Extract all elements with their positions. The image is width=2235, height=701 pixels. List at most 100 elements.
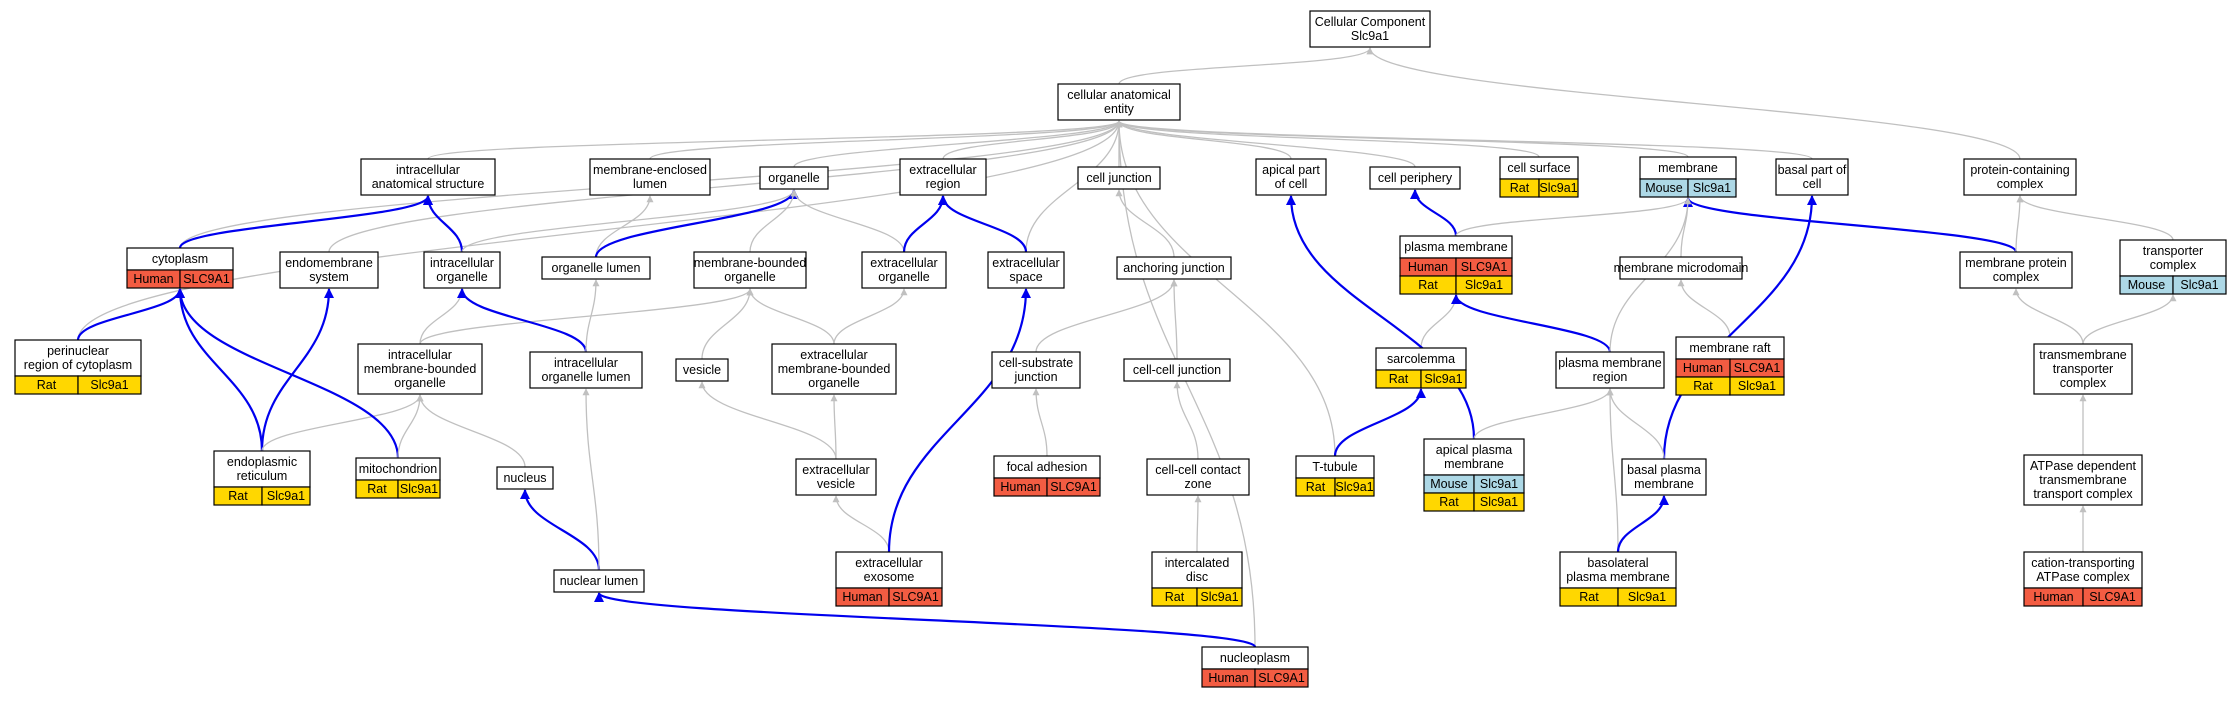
gene-cell [397,479,441,499]
node-label-line: organelle [724,270,775,284]
node-label-line: extracellular [909,163,976,177]
gene-label: Slc9a1 [1693,181,1731,195]
node-label-line: nucleoplasm [1220,651,1290,665]
node-label-box [14,339,142,377]
species-label: Human [1408,260,1448,274]
node-label-line: extracellular [800,348,867,362]
node-label-line: mitochondrion [359,462,438,476]
node-label-line: organelle [436,270,487,284]
species-label: Rat [367,482,387,496]
go-term-node[interactable]: cell periphery [1369,166,1461,190]
node-label-box [1619,256,1743,280]
edge-part-of [1451,294,1612,353]
gene-label: SLC9A1 [1050,480,1097,494]
node-label-box [1057,83,1181,121]
go-term-node[interactable]: organelle [759,166,829,190]
node-label-box [529,351,643,389]
edge-is-a [749,189,798,253]
node-label-line: membrane-bounded [778,362,891,376]
node-label-line: membrane-enclosed [593,163,707,177]
gene-label: Slc9a1 [1335,480,1373,494]
go-term-node[interactable]: cell-cell junction [1123,358,1231,382]
gene-label: Slc9a1 [1628,590,1666,604]
node-label-line: membrane [1658,161,1718,175]
node-label-box [899,158,987,196]
node-label-box [2023,454,2143,506]
node-label-box [1077,166,1161,190]
go-term-node[interactable]: anchoring junction [1116,256,1232,280]
species-label: Rat [1389,372,1409,386]
node-label-line: complex [2060,376,2107,390]
edge-is-a [1194,495,1202,553]
edge-part-of [594,189,799,258]
node-label-line: endoplasmic [227,455,297,469]
go-term-node[interactable]: nuclear lumen [553,569,645,593]
go-term-node[interactable]: vesicle [675,358,729,382]
gene-cell [1473,492,1525,512]
node-label-line: transport complex [2033,487,2133,501]
go-term-node[interactable]: cell junction [1077,166,1161,190]
go-term-node[interactable]: nucleus [496,466,554,490]
edge-is-a [419,288,754,345]
edge-part-of [423,195,464,253]
species-label: Rat [1306,480,1326,494]
gene-cell [261,486,311,506]
gene-cell [2082,587,2143,607]
node-label-line: basal plasma [1627,463,1701,477]
node-label-line: disc [1186,570,1208,584]
go-term-node[interactable]: organelle lumen [541,256,651,280]
edge-part-of [1616,495,1669,553]
gene-cell [1687,178,1737,198]
node-label-line: basolateral [1587,556,1648,570]
node-label-line: extracellular [802,463,869,477]
go-term-node[interactable]: membrane microdomain [1614,256,1749,280]
edge-is-a [419,288,466,345]
node-label-line: anatomical structure [372,177,485,191]
node-label-line: transporter [2143,244,2203,258]
